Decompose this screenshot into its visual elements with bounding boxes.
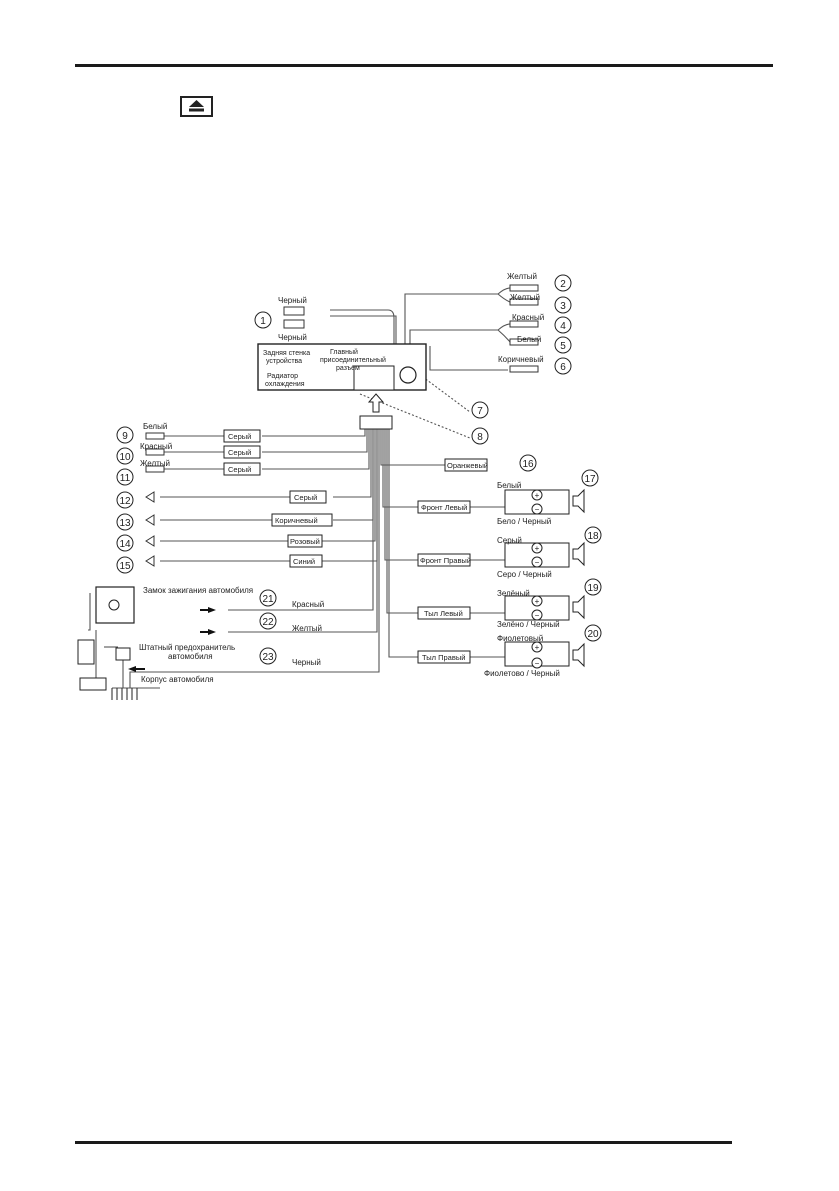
wire-brown — [429, 346, 508, 371]
diagram-label: − — [535, 611, 540, 620]
diagram-label: + — [535, 597, 540, 606]
head-unit — [257, 343, 427, 391]
diagram-label: Серо / Черный — [497, 570, 552, 579]
diagram-label: − — [535, 558, 540, 567]
diagram-label: Синий — [293, 557, 315, 566]
diagram-label: Фиолетово / Черный — [484, 669, 560, 678]
speaker-icons: + − + − + − + − Белый Бело / Черный Серы… — [484, 481, 585, 678]
diagram-label: автомобиля — [168, 652, 213, 661]
diagram-label: Замок зажигания автомобиля — [143, 586, 253, 595]
diagram-label: 19 — [587, 583, 599, 594]
fuse-holder-icon — [115, 647, 131, 661]
battery-icon — [79, 677, 107, 691]
diagram-label: Тыл Левый — [424, 609, 463, 618]
diagram-label: Главный — [330, 348, 358, 356]
diagram-label: 23 — [262, 652, 274, 663]
diagram-label: разъём — [336, 365, 360, 372]
wire-black — [330, 315, 397, 346]
diagram-label: Корпус автомобиля — [141, 675, 214, 684]
diagram-label: присоединительный — [320, 356, 386, 364]
diagram-label: 2 — [560, 279, 566, 290]
diagram-label: Фронт Левый — [421, 503, 467, 512]
rear-panel-label-1: Задняя стенка — [263, 350, 310, 357]
diagram-label: 11 — [120, 473, 131, 484]
diagram-label: − — [535, 659, 540, 668]
diagram-label: Зелёно / Черный — [497, 620, 560, 629]
diagram-label: 3 — [560, 301, 566, 312]
diagram-label: + — [535, 491, 540, 500]
diagram-label: 14 — [119, 539, 131, 550]
diagram-label: + — [535, 643, 540, 652]
diagram-label: 20 — [587, 629, 599, 640]
diagram-label: Красный — [512, 313, 544, 322]
main-connector-socket — [353, 365, 395, 391]
diagram-label: 17 — [584, 474, 596, 485]
diagram-label: 21 — [262, 594, 274, 605]
eject-icon — [180, 96, 213, 117]
diagram-label: Белый — [143, 422, 167, 431]
wire-rca-in — [409, 329, 498, 346]
diagram-label: Серый — [228, 448, 251, 457]
diagram-label: Серый — [228, 465, 251, 474]
diagram-label: Желтый — [292, 624, 322, 633]
diagram-label: Белый — [517, 335, 541, 344]
diagram-label: 22 — [262, 617, 274, 628]
diagram-label: − — [535, 505, 540, 514]
diagram-label: Бело / Черный — [497, 517, 551, 526]
diagram-label: Желтый — [510, 293, 540, 302]
diagram-label: 8 — [477, 432, 483, 443]
diagram-label: Оранжевый — [447, 461, 488, 470]
diagram-label: Серый — [294, 493, 317, 502]
footer-rule — [75, 1141, 732, 1144]
diagram-label: 12 — [119, 496, 131, 507]
diagram-label: Черный — [278, 296, 307, 305]
diagram-label: 16 — [522, 459, 534, 470]
diagram-label: 18 — [587, 531, 599, 542]
diagram-label: Тыл Правый — [422, 653, 465, 662]
fuse-icon — [77, 639, 95, 665]
diagram-label: 7 — [477, 406, 483, 417]
harness-plug — [359, 415, 393, 430]
wire-rca-out — [404, 293, 498, 346]
diagram-label: 9 — [122, 431, 128, 442]
rear-panel-label-2: устройства — [266, 357, 302, 365]
diagram-label: 5 — [560, 341, 566, 352]
diagram-label: Черный — [292, 658, 321, 667]
arrow-up-icon — [367, 393, 385, 413]
diagram-label: Фиолетовый — [497, 634, 543, 643]
diagram-label: Серый — [228, 432, 251, 441]
diagram-label: Желтый — [507, 272, 537, 281]
diagram-label: Коричневый — [498, 355, 544, 364]
diagram-label: Розовый — [290, 537, 320, 546]
header-rule — [75, 64, 773, 67]
diagram-label: Белый — [497, 481, 521, 490]
diagram-label: Красный — [140, 442, 172, 451]
diagram-label: Штатный предохранитель — [139, 643, 235, 652]
diagram-label: Черный — [278, 333, 307, 342]
diagram-label: 6 — [560, 362, 566, 373]
diagram-label: Серый — [497, 536, 522, 545]
diagram-label: 1 — [260, 316, 266, 327]
fuse-socket — [399, 366, 417, 384]
diagram-label: 15 — [119, 561, 131, 572]
diagram-label: Радиатор — [267, 373, 298, 380]
diagram-label: Зелёный — [497, 589, 530, 598]
diagram-label: охлаждения — [265, 381, 305, 388]
diagram-label: + — [535, 544, 540, 553]
diagram-label: Красный — [292, 600, 324, 609]
diagram-label: 4 — [560, 321, 566, 332]
diagram-label: Коричневый — [275, 516, 318, 525]
diagram-label: 10 — [119, 452, 131, 463]
diagram-label: 13 — [119, 518, 131, 529]
diagram-label: Желтый — [140, 459, 170, 468]
diagram-label: Фронт Правый — [420, 556, 471, 565]
